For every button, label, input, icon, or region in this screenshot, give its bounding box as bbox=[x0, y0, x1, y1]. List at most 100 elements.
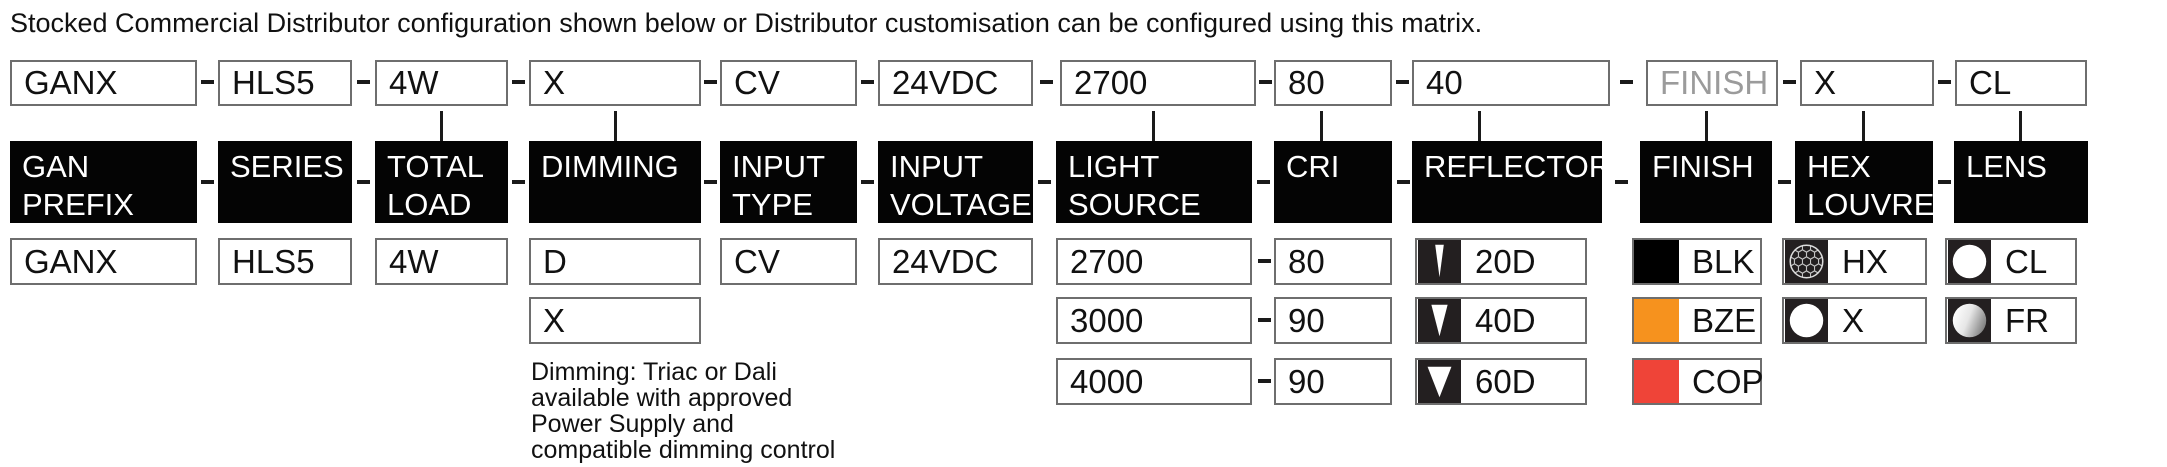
option-label: 40D bbox=[1475, 301, 1536, 339]
connector-dash bbox=[1397, 180, 1410, 184]
code-box-light-source: 2700 bbox=[1060, 60, 1256, 106]
option-cri-90b: 90 bbox=[1274, 358, 1392, 405]
frosted-lens-icon bbox=[1947, 299, 1992, 342]
option-hex-louvre-x: X bbox=[1782, 297, 1927, 344]
option-label: BLK bbox=[1692, 242, 1755, 280]
copper-finish-swatch bbox=[1634, 360, 1679, 403]
code-box-input-type: CV bbox=[720, 60, 857, 106]
connector-line bbox=[1862, 111, 1865, 141]
header-total-load: TOTAL LOAD bbox=[375, 141, 508, 223]
clear-lens-icon bbox=[1947, 240, 1992, 283]
reflector-beam-60-icon bbox=[1417, 360, 1462, 403]
connector-dash bbox=[201, 180, 214, 184]
connector-dash bbox=[1040, 80, 1053, 84]
connector-line bbox=[614, 111, 617, 141]
option-label: COP bbox=[1692, 362, 1764, 400]
code-box-gan-prefix: GANX bbox=[10, 60, 197, 106]
connector-dash bbox=[512, 80, 525, 84]
option-finish-bze: BZE bbox=[1632, 297, 1762, 344]
option-reflector-40d: 40D bbox=[1415, 297, 1587, 344]
connector-dash bbox=[1783, 80, 1796, 84]
connector-dash bbox=[861, 180, 874, 184]
option-input-type: CV bbox=[720, 238, 857, 285]
code-box-input-voltage: 24VDC bbox=[878, 60, 1033, 106]
connector-dash bbox=[1938, 180, 1951, 184]
connector-dash bbox=[357, 80, 370, 84]
connector-dash bbox=[1778, 180, 1791, 184]
connector-dash bbox=[1938, 80, 1951, 84]
option-label: 60D bbox=[1475, 362, 1536, 400]
option-label: BZE bbox=[1692, 301, 1757, 339]
option-dimming-d: D bbox=[529, 238, 701, 285]
option-label: CL bbox=[2005, 242, 2048, 280]
connector-line bbox=[1478, 111, 1481, 141]
hex-louvre-icon bbox=[1784, 240, 1829, 283]
option-finish-cop: COP bbox=[1632, 358, 1764, 405]
option-cri-90: 90 bbox=[1274, 297, 1392, 344]
option-total-load: 4W bbox=[375, 238, 508, 285]
black-finish-swatch bbox=[1634, 240, 1679, 283]
code-box-lens: CL bbox=[1955, 60, 2087, 106]
connector-dash bbox=[1258, 379, 1271, 383]
reflector-beam-40-icon bbox=[1417, 299, 1462, 342]
code-box-total-load: 4W bbox=[375, 60, 508, 106]
connector-dash bbox=[861, 80, 874, 84]
option-dimming-x: X bbox=[529, 297, 701, 344]
option-hex-louvre-hx: HX bbox=[1782, 238, 1927, 285]
option-lens-fr: FR bbox=[1945, 297, 2077, 344]
header-input-type: INPUT TYPE bbox=[720, 141, 857, 223]
option-label: X bbox=[1842, 301, 1865, 339]
page-title: Stocked Commercial Distributor configura… bbox=[10, 8, 1483, 38]
code-box-reflector: 40 bbox=[1412, 60, 1610, 106]
header-light-source: LIGHT SOURCE (K) bbox=[1056, 141, 1252, 260]
connector-dash bbox=[1258, 259, 1271, 263]
header-series: SERIES bbox=[218, 141, 352, 223]
option-finish-blk: BLK bbox=[1632, 238, 1762, 285]
header-input-voltage: INPUT VOLTAGE bbox=[878, 141, 1033, 223]
option-reflector-60d: 60D bbox=[1415, 358, 1587, 405]
connector-dash bbox=[1038, 180, 1051, 184]
header-lens: LENS bbox=[1954, 141, 2088, 223]
option-light-source-4000: 4000 bbox=[1056, 358, 1252, 405]
option-label: 20D bbox=[1475, 242, 1536, 280]
connector-dash bbox=[512, 180, 525, 184]
reflector-beam-20-icon bbox=[1417, 240, 1462, 283]
connector-dash bbox=[201, 80, 214, 84]
code-box-hex-louvre: X bbox=[1800, 60, 1934, 106]
dimming-note: Dimming: Triac or Dali available with ap… bbox=[531, 358, 836, 464]
code-box-cri: 80 bbox=[1274, 60, 1392, 106]
option-label: HX bbox=[1842, 242, 1888, 280]
connector-dash bbox=[1620, 80, 1633, 84]
connector-dash bbox=[1396, 80, 1409, 84]
connector-line bbox=[440, 111, 443, 141]
connector-line bbox=[1152, 111, 1155, 141]
header-cri: CRI bbox=[1274, 141, 1392, 223]
open-circle-icon bbox=[1784, 299, 1829, 342]
header-gan-prefix: GAN PREFIX bbox=[10, 141, 197, 223]
connector-line bbox=[2019, 111, 2022, 141]
code-box-dimming: X bbox=[529, 60, 701, 106]
connector-dash bbox=[704, 180, 717, 184]
option-gan-prefix: GANX bbox=[10, 238, 197, 285]
header-reflector: REFLECTOR bbox=[1412, 141, 1611, 223]
connector-dash bbox=[704, 80, 717, 84]
connector-dash bbox=[1615, 180, 1628, 184]
option-light-source-3000: 3000 bbox=[1056, 297, 1252, 344]
option-light-source-2700: 2700 bbox=[1056, 238, 1252, 285]
header-hex-louvre: HEX LOUVRE bbox=[1795, 141, 1934, 223]
connector-dash bbox=[1257, 180, 1270, 184]
header-finish: FINISH bbox=[1640, 141, 1772, 223]
connector-dash bbox=[357, 180, 370, 184]
code-box-series: HLS5 bbox=[218, 60, 352, 106]
code-box-finish-placeholder: FINISH bbox=[1646, 60, 1778, 106]
header-dimming: DIMMING bbox=[529, 141, 701, 223]
connector-dash bbox=[1258, 318, 1271, 322]
connector-dash bbox=[1259, 80, 1272, 84]
connector-line bbox=[1320, 111, 1323, 141]
bronze-finish-swatch bbox=[1634, 299, 1679, 342]
connector-line bbox=[1705, 111, 1708, 141]
option-cri-80: 80 bbox=[1274, 238, 1392, 285]
option-reflector-20d: 20D bbox=[1415, 238, 1587, 285]
option-series: HLS5 bbox=[218, 238, 352, 285]
